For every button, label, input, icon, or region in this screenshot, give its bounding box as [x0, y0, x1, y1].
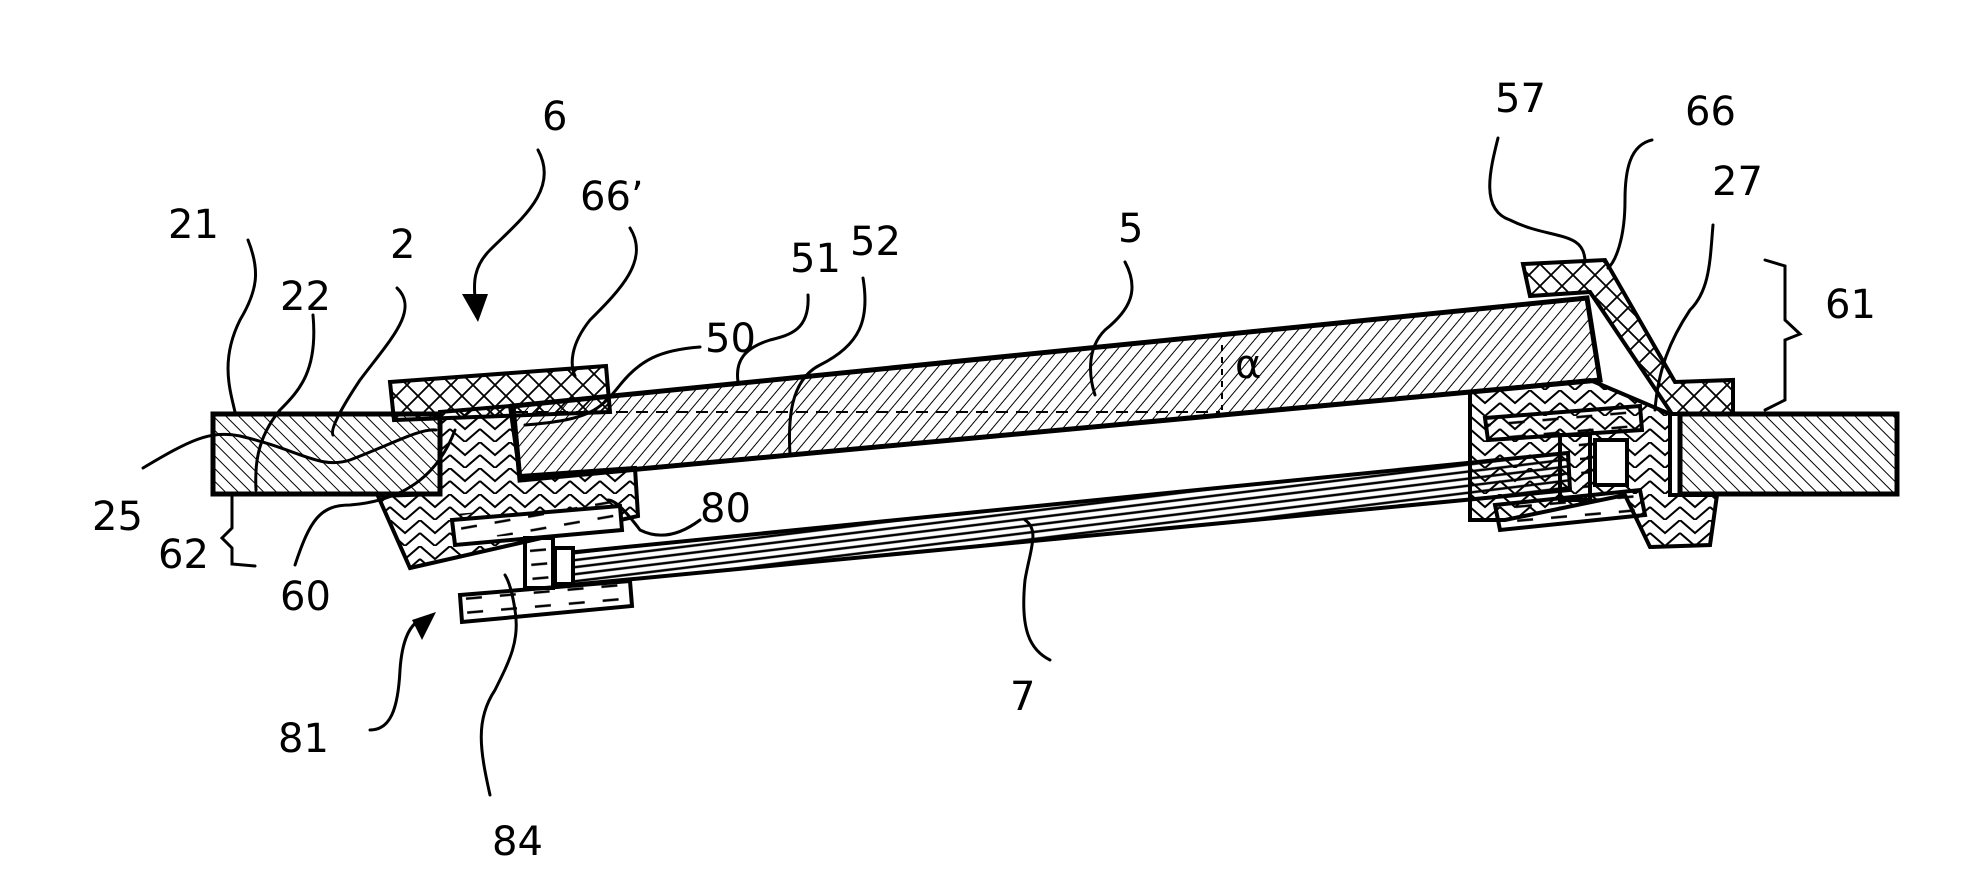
right-seal-strip: [1520, 257, 1735, 416]
label-66: 66: [1685, 89, 1736, 135]
label-57: 57: [1495, 76, 1546, 122]
left-hinge-top-fill: [456, 499, 620, 540]
leader-6: [472, 148, 546, 302]
leader-21: [226, 238, 258, 414]
leader-52: [787, 276, 867, 457]
label-80: 80: [700, 486, 751, 532]
label-66-prime: 66’: [580, 174, 644, 220]
label-50: 50: [705, 316, 756, 362]
right-hinge-bottom-plate: [1492, 487, 1648, 533]
label-52: 52: [850, 219, 901, 265]
label-21: 21: [168, 202, 219, 248]
leader-81: [368, 618, 422, 732]
pivoting-panel: [510, 295, 1603, 483]
label-51: 51: [790, 236, 841, 282]
leader-62-brace: [219, 494, 257, 568]
leader-57: [1488, 136, 1587, 264]
leader-7: [1022, 518, 1052, 662]
leader-25: [141, 428, 438, 470]
leader-61-brace: [1763, 258, 1803, 412]
label-61: 61: [1825, 282, 1876, 328]
leader-27: [1653, 223, 1715, 412]
label-27: 27: [1712, 159, 1763, 205]
label-62: 62: [158, 532, 209, 578]
left-hinge-stem: [523, 536, 555, 590]
label-7: 7: [1010, 674, 1035, 720]
arrow-81: [412, 612, 436, 640]
label-22: 22: [280, 274, 331, 320]
leader-60: [293, 428, 457, 567]
left-frame-part: [210, 411, 443, 497]
leader-84: [479, 573, 518, 797]
right-hinge-stem: [1558, 433, 1592, 502]
right-hinge-pin: [1593, 438, 1629, 487]
leader-66: [1606, 138, 1654, 270]
right-frame-part: [1677, 411, 1900, 497]
leader-80: [606, 498, 702, 537]
label-60: 60: [280, 574, 331, 620]
leader-2: [330, 286, 407, 437]
label-2: 2: [390, 222, 415, 268]
left-hinge-pin: [553, 546, 575, 586]
leader-22: [254, 313, 316, 492]
label-84: 84: [492, 819, 543, 865]
label-5: 5: [1118, 206, 1143, 252]
leader-50: [523, 345, 702, 427]
leader-66p: [570, 226, 638, 378]
label-alpha: α: [1235, 342, 1261, 388]
label-81: 81: [278, 716, 329, 762]
label-6: 6: [542, 94, 567, 140]
right-hinge-top-plate: [1482, 403, 1645, 443]
leader-51: [735, 293, 810, 384]
leader-5: [1089, 260, 1134, 397]
label-25: 25: [92, 494, 143, 540]
arrow-6: [462, 294, 488, 322]
left-hinge-bottom-plate: [457, 578, 635, 625]
